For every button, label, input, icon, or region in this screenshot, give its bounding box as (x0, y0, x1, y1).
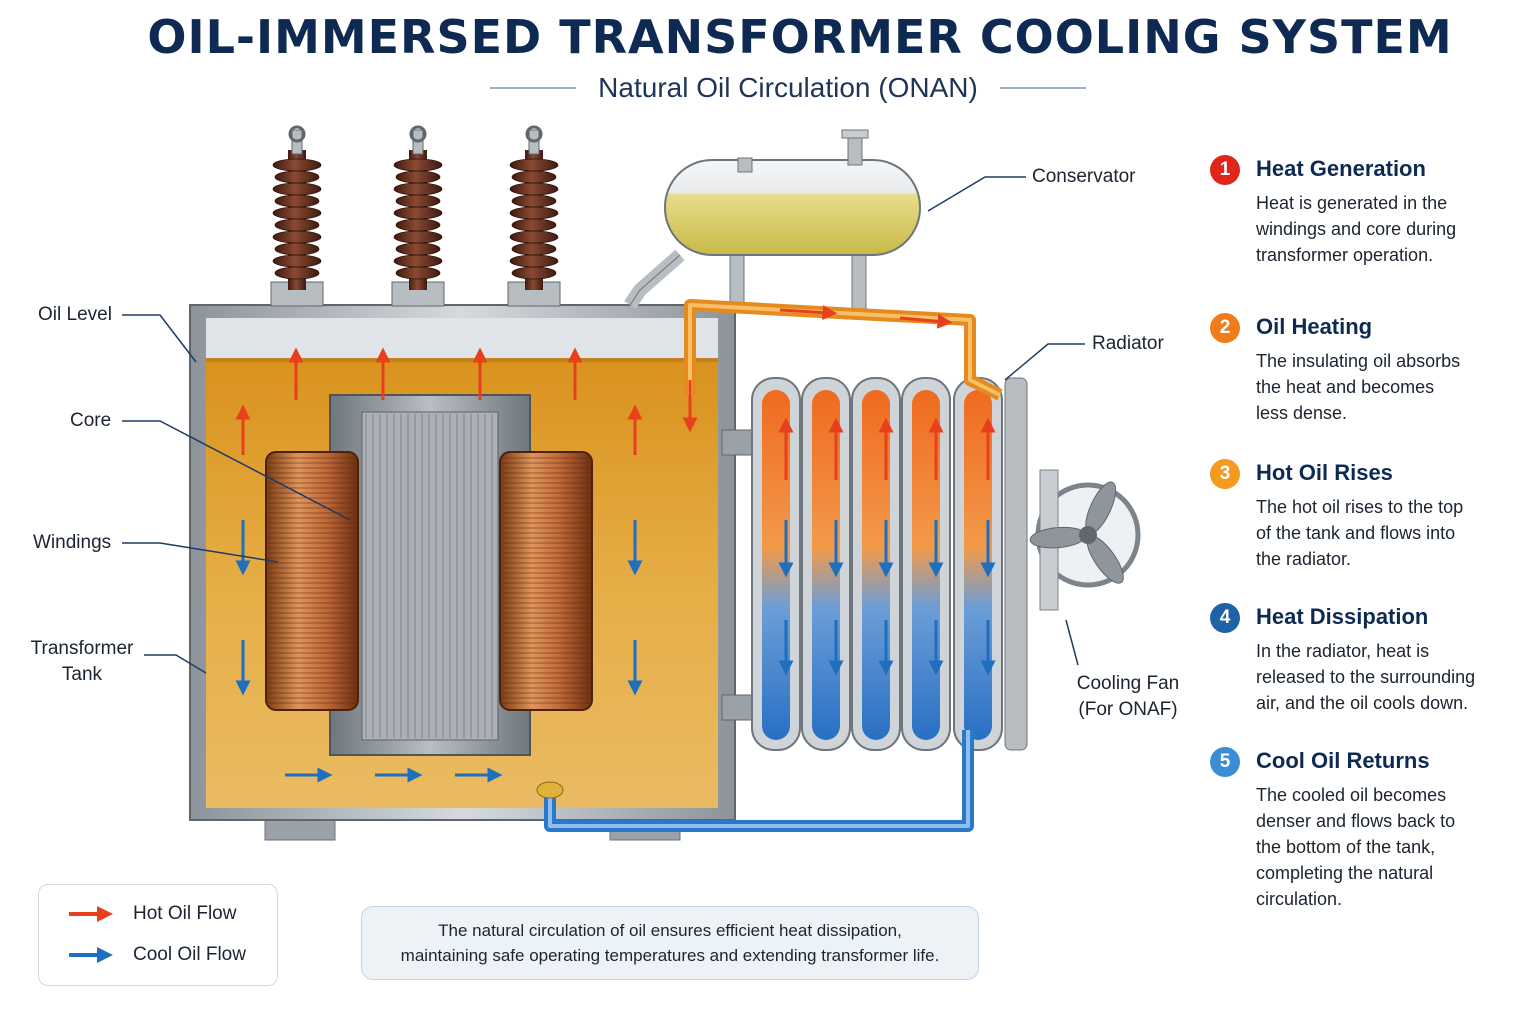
step-description-line: released to the surrounding (1256, 667, 1476, 687)
flow-legend: Hot Oil Flow Cool Oil Flow (38, 884, 278, 986)
winding-left (265, 451, 359, 711)
step-title: Cool Oil Returns (1256, 748, 1430, 773)
subtitle-rule-right (999, 87, 1086, 89)
label-conservator: Conservator (1032, 166, 1136, 187)
hot-flow-arrow (779, 305, 838, 321)
step-title: Hot Oil Rises (1256, 460, 1393, 485)
summary-note: The natural circulation of oil ensures e… (361, 906, 979, 980)
hot-oil-pipe (684, 299, 1003, 401)
step-description-line: The cooled oil becomes (1256, 785, 1447, 805)
step-description-line: of the tank and flows into (1256, 523, 1456, 543)
step-description: In the radiator, heat is released to the … (1256, 638, 1524, 716)
page-title: OIL-IMMERSED TRANSFORMER COOLING SYSTEM (147, 10, 1453, 64)
step-description-line: denser and flows back to (1256, 811, 1456, 831)
step-description-line: The insulating oil absorbs (1256, 351, 1461, 371)
bushing-3 (507, 125, 561, 307)
leader-core (122, 420, 351, 521)
legend-hot-label: Hot Oil Flow (133, 903, 237, 924)
step-description-line: completing the natural (1256, 863, 1434, 883)
cool-oil-pipe (536, 730, 974, 832)
step-description-line: the bottom of the tank, (1256, 837, 1436, 857)
step-description-line: The hot oil rises to the top (1256, 497, 1464, 517)
radiator-fin (751, 377, 801, 751)
step-number-badge: 3 (1210, 459, 1240, 489)
label-cooling-fan: Cooling Fan (For ONAF) (1058, 671, 1198, 723)
radiator-fin (801, 377, 851, 751)
radiator-fin (953, 377, 1003, 751)
leader-fan (1065, 619, 1079, 666)
legend-cool: Cool Oil Flow (67, 944, 246, 966)
leader-conservator (927, 176, 1026, 212)
subtitle-rule-left (490, 87, 577, 89)
conservator-tank (624, 129, 921, 311)
page-subtitle: Natural Oil Circulation (ONAN) (598, 72, 978, 103)
radiator (721, 377, 1028, 751)
label-tank-line2: Tank (61, 664, 103, 685)
bushing-2 (391, 125, 445, 307)
label-transformer-tank: Transformer Tank (22, 636, 142, 688)
cool-arrow-icon (69, 947, 113, 963)
step-number-badge: 2 (1210, 313, 1240, 343)
cooling-fan (1029, 469, 1141, 611)
hot-flow-arrow (899, 313, 953, 329)
step-description-line: circulation. (1256, 889, 1343, 909)
legend-cool-label: Cool Oil Flow (133, 944, 246, 965)
legend-hot: Hot Oil Flow (67, 903, 236, 925)
step-description: The hot oil rises to the top of the tank … (1256, 494, 1524, 572)
label-windings: Windings (33, 532, 112, 553)
leader-tank (144, 654, 207, 674)
leader-radiator (1004, 343, 1085, 381)
tank-foot-left (264, 817, 336, 841)
label-fan-line1: Cooling Fan (1076, 673, 1180, 694)
label-oil-level: Oil Level (38, 304, 112, 325)
step-description-line: windings and core during (1256, 219, 1457, 239)
radiator-fin (901, 377, 951, 751)
step-number-badge: 1 (1210, 155, 1240, 185)
oil-level-line (206, 358, 718, 362)
step-title: Heat Generation (1256, 156, 1426, 181)
step-description: The insulating oil absorbs the heat and b… (1256, 348, 1524, 426)
step-description-line: transformer operation. (1256, 245, 1434, 265)
step-description-line: In the radiator, heat is (1256, 641, 1430, 661)
label-core: Core (70, 410, 112, 431)
step-number-badge: 4 (1210, 603, 1240, 633)
subtitle-row: Natural Oil Circulation (ONAN) (0, 72, 1536, 104)
label-radiator: Radiator (1092, 333, 1164, 354)
hot-arrow-icon (69, 906, 113, 922)
step-description-line: the heat and becomes (1256, 377, 1435, 397)
note-line-2: maintaining safe operating temperatures … (400, 946, 940, 965)
step-title: Heat Dissipation (1256, 604, 1429, 629)
step-description: The cooled oil becomes denser and flows b… (1256, 782, 1524, 912)
leader-windings (122, 542, 279, 563)
label-fan-line2: (For ONAF) (1078, 699, 1178, 720)
winding-right (499, 451, 593, 711)
label-tank-line1: Transformer (30, 638, 134, 659)
step-description-line: less dense. (1256, 403, 1348, 423)
step-number-badge: 5 (1210, 747, 1240, 777)
step-title: Oil Heating (1256, 314, 1373, 339)
step-description-line: air, and the oil cools down. (1256, 693, 1469, 713)
step-description-line: Heat is generated in the (1256, 193, 1448, 213)
radiator-fin (851, 377, 901, 751)
step-description-line: the radiator. (1256, 549, 1352, 569)
bushing-1 (270, 125, 324, 307)
transformer-core (329, 394, 531, 756)
leader-oil-level (122, 314, 197, 363)
note-line-1: The natural circulation of oil ensures e… (438, 921, 902, 940)
step-description: Heat is generated in the windings and cor… (1256, 190, 1524, 268)
